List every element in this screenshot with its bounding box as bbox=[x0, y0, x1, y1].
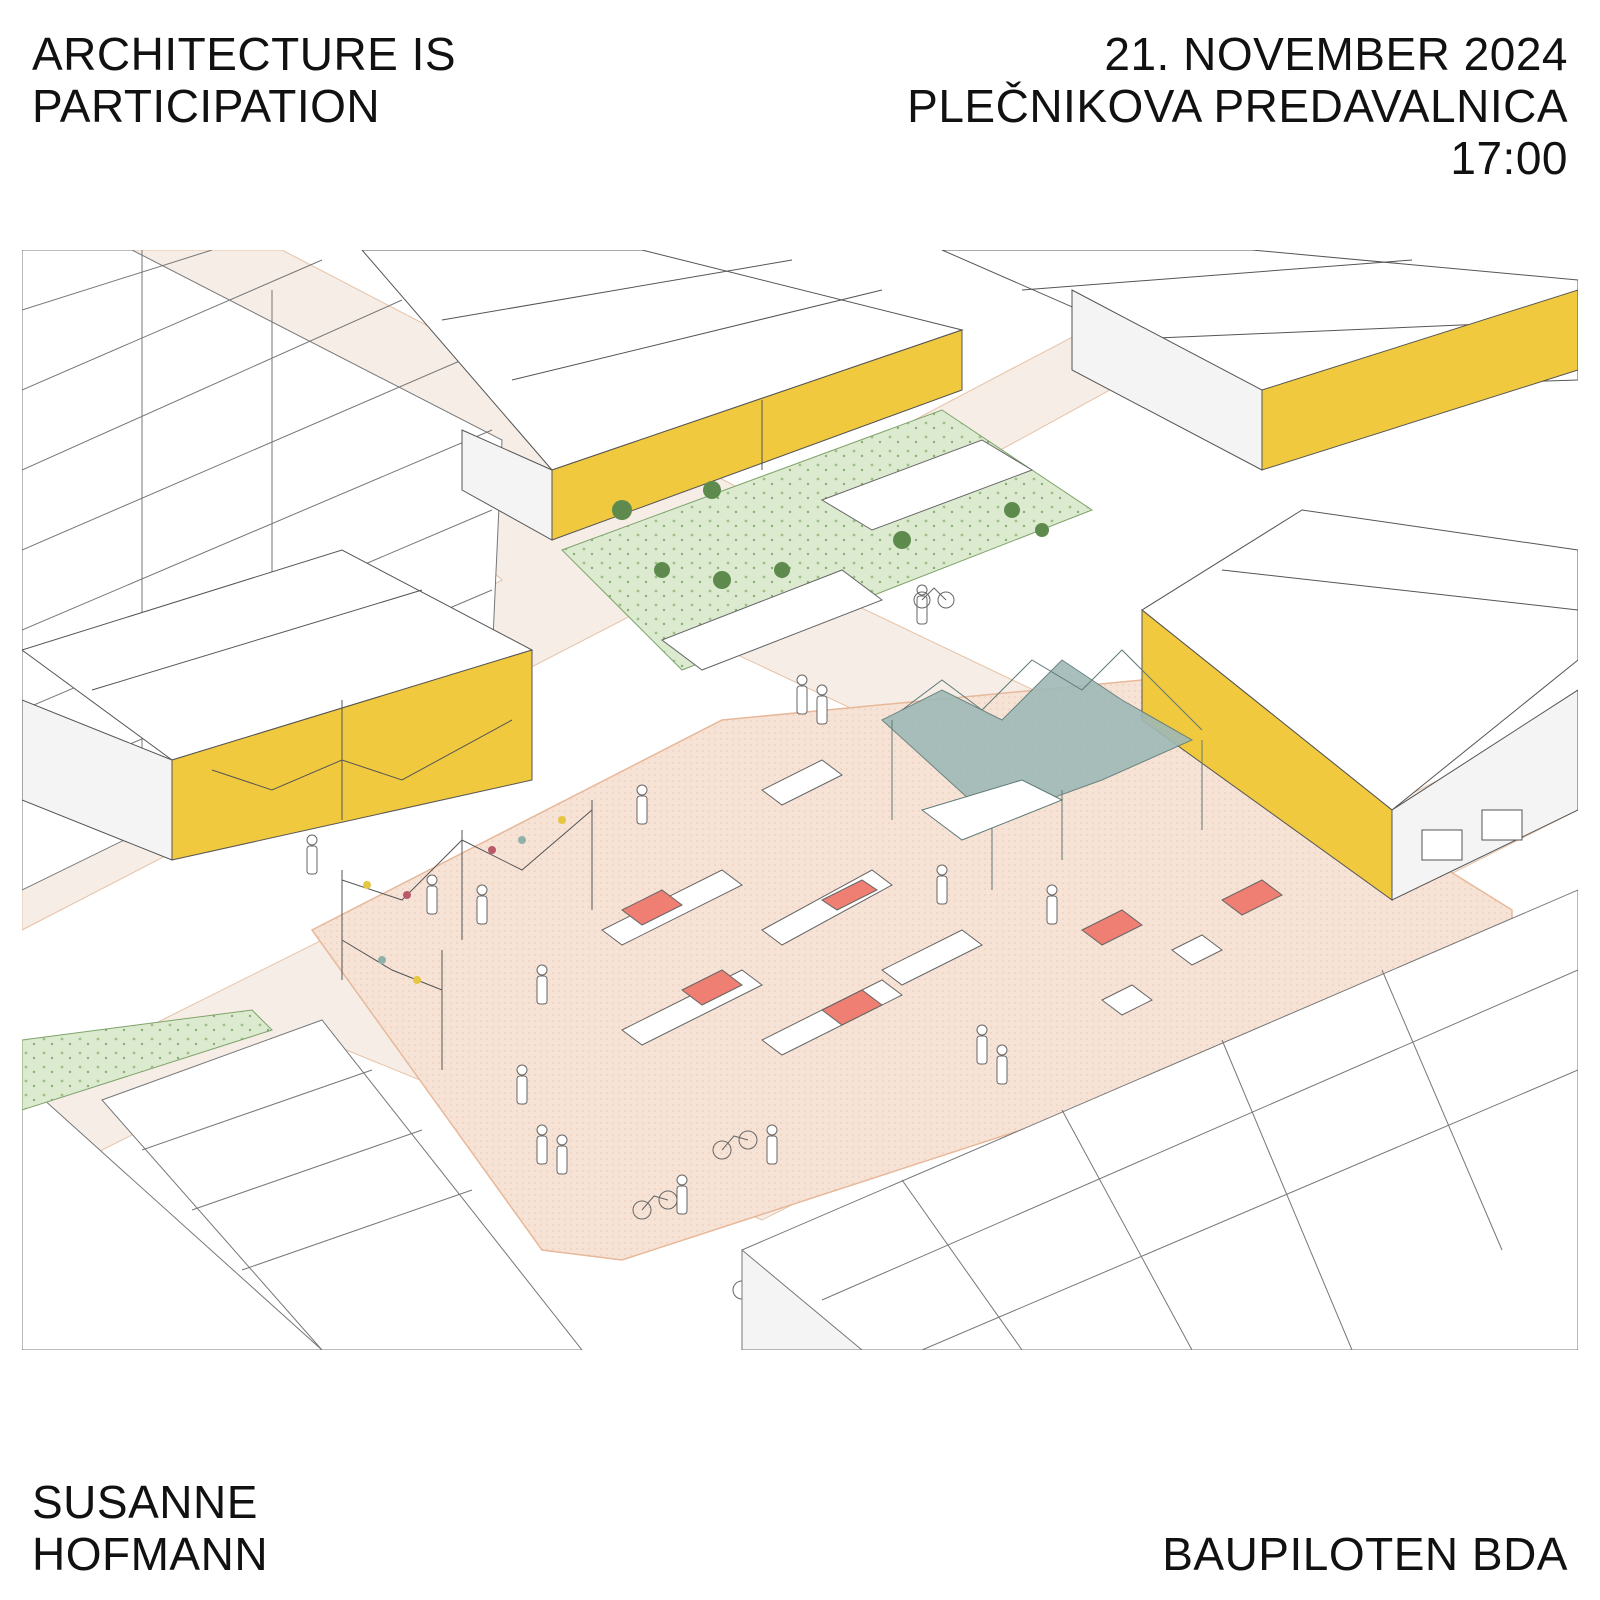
person-icon bbox=[306, 584, 1058, 1215]
building-block bbox=[22, 549, 534, 861]
building-block bbox=[361, 250, 964, 541]
speaker-first-name: SUSANNE bbox=[32, 1476, 258, 1528]
event-time: 17:00 bbox=[1450, 132, 1568, 184]
title-line-1: ARCHITECTURE IS bbox=[32, 28, 457, 80]
organization-name: BAUPILOTEN BDA bbox=[1162, 1528, 1568, 1580]
event-date: 21. NOVEMBER 2024 bbox=[1104, 28, 1568, 80]
building-block bbox=[941, 250, 1578, 471]
poster-title: ARCHITECTURE IS PARTICIPATION bbox=[32, 28, 456, 132]
garden-icon bbox=[561, 409, 1094, 671]
organization: BAUPILOTEN BDA bbox=[1162, 1528, 1568, 1580]
title-line-2: PARTICIPATION bbox=[32, 80, 381, 132]
building-block bbox=[1141, 509, 1578, 901]
speaker-last-name: HOFMANN bbox=[32, 1528, 269, 1580]
event-info: 21. NOVEMBER 2024 PLEČNIKOVA PREDAVALNIC… bbox=[907, 28, 1568, 184]
tent-icon bbox=[881, 649, 1203, 890]
speaker-name: SUSANNE HOFMANN bbox=[32, 1476, 268, 1580]
string-lights-icon bbox=[341, 800, 593, 1070]
garden-icon bbox=[22, 1009, 273, 1111]
isometric-plaza-illustration bbox=[22, 250, 1578, 1350]
building-block bbox=[22, 889, 1578, 1350]
event-venue: PLEČNIKOVA PREDAVALNICA bbox=[907, 80, 1568, 132]
table-icon bbox=[601, 759, 1283, 1056]
